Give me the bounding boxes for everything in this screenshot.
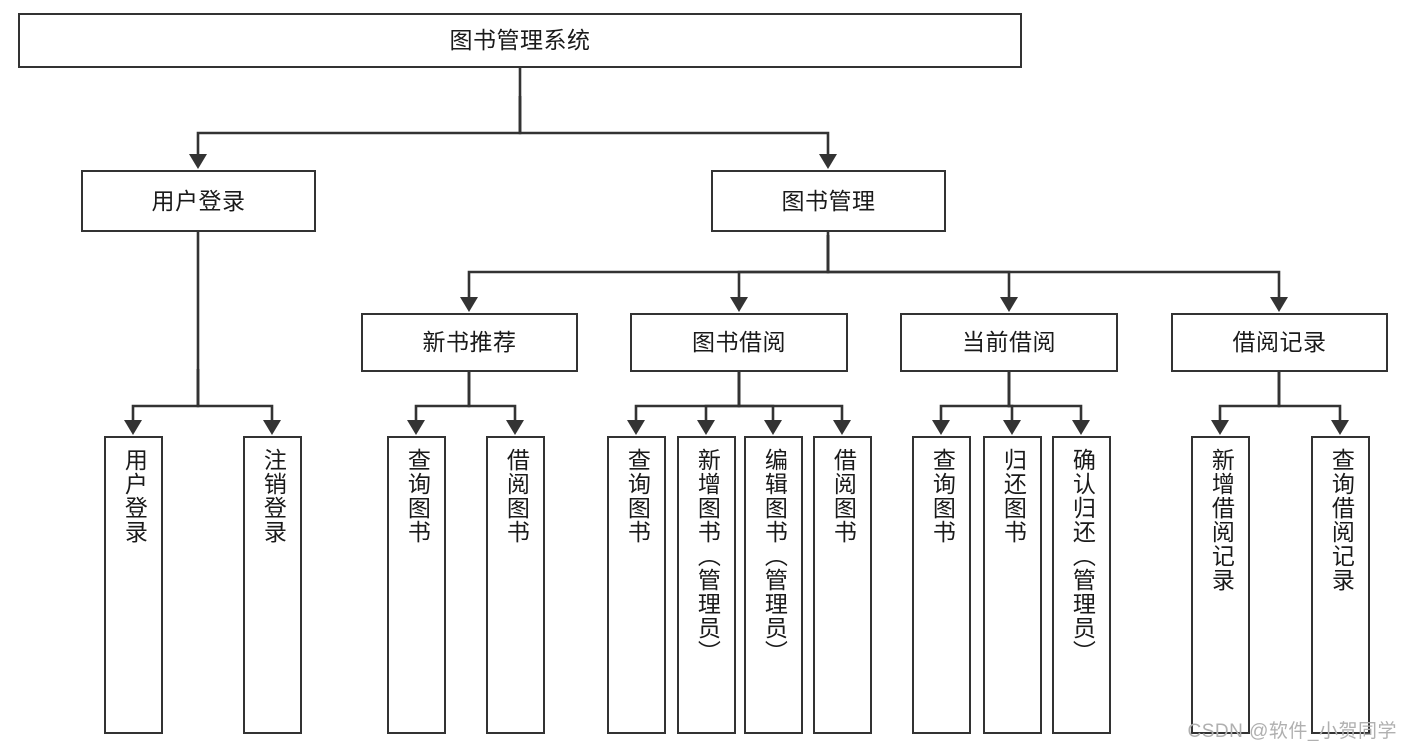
- level3-node[interactable]: 新书推荐: [361, 313, 578, 372]
- connector-arrowhead-icon: [1072, 420, 1090, 435]
- leaf-node[interactable]: 确认归还（管理员）: [1052, 436, 1111, 734]
- leaf-node[interactable]: 借阅图书: [486, 436, 545, 734]
- leaf-node[interactable]: 用户登录: [104, 436, 163, 734]
- node-label: 借阅图书: [830, 448, 857, 544]
- leaf-node[interactable]: 新增图书（管理员）: [677, 436, 736, 734]
- connector-arrowhead-icon: [263, 420, 281, 435]
- node-label: 借阅记录: [1232, 329, 1327, 355]
- connector-arrowhead-icon: [932, 420, 950, 435]
- node-label: 用户登录: [121, 448, 148, 544]
- node-label: 编辑图书（管理员）: [761, 448, 788, 664]
- leaf-node[interactable]: 查询借阅记录: [1311, 436, 1370, 734]
- level2-node[interactable]: 图书管理: [711, 170, 946, 232]
- level3-node[interactable]: 图书借阅: [630, 313, 848, 372]
- connector-arrowhead-icon: [1331, 420, 1349, 435]
- node-label: 确认归还（管理员）: [1069, 448, 1096, 664]
- node-label: 查询图书: [624, 448, 651, 544]
- connector-arrowhead-icon: [627, 420, 645, 435]
- level3-node[interactable]: 借阅记录: [1171, 313, 1388, 372]
- connector-arrowhead-icon: [730, 297, 748, 312]
- connector-line: [196, 369, 274, 422]
- connector-line: [131, 369, 200, 422]
- connector-arrowhead-icon: [697, 420, 715, 435]
- connector-arrowhead-icon: [1000, 297, 1018, 312]
- node-label: 借阅图书: [503, 448, 530, 544]
- leaf-node[interactable]: 新增借阅记录: [1191, 436, 1250, 734]
- connector-line: [1218, 369, 1281, 422]
- node-label: 查询借阅记录: [1328, 448, 1355, 592]
- connector-arrowhead-icon: [819, 154, 837, 169]
- leaf-node[interactable]: 查询图书: [912, 436, 971, 734]
- node-label: 当前借阅: [962, 329, 1056, 355]
- connector-line: [1007, 369, 1014, 422]
- leaf-node[interactable]: 查询图书: [607, 436, 666, 734]
- node-label: 查询图书: [404, 448, 431, 544]
- connector-line: [634, 369, 741, 422]
- connector-line: [737, 235, 830, 299]
- connector-line: [826, 235, 1281, 299]
- connector-arrowhead-icon: [833, 420, 851, 435]
- connector-arrowhead-icon: [1270, 297, 1288, 312]
- node-label: 用户登录: [151, 187, 246, 214]
- connector-line: [467, 235, 830, 299]
- connector-arrowhead-icon: [764, 420, 782, 435]
- node-label: 查询图书: [929, 448, 956, 544]
- node-label: 图书借阅: [692, 329, 786, 355]
- watermark-text: CSDN @软件_小贺同学: [1187, 721, 1397, 742]
- connector-line: [737, 369, 775, 422]
- leaf-node[interactable]: 查询图书: [387, 436, 446, 734]
- connector-arrowhead-icon: [460, 297, 478, 312]
- connector-line: [1007, 369, 1083, 422]
- leaf-node[interactable]: 借阅图书: [813, 436, 872, 734]
- connector-arrowhead-icon: [1211, 420, 1229, 435]
- connector-line: [737, 369, 844, 422]
- node-label: 图书管理系统: [449, 27, 591, 53]
- connector-line: [1277, 369, 1342, 422]
- level3-node[interactable]: 当前借阅: [900, 313, 1118, 372]
- connector-arrowhead-icon: [189, 154, 207, 169]
- root-node[interactable]: 图书管理系统: [18, 13, 1022, 68]
- connector-line: [467, 369, 517, 422]
- leaf-node[interactable]: 归还图书: [983, 436, 1042, 734]
- connector-line: [939, 369, 1011, 422]
- level2-node[interactable]: 用户登录: [81, 170, 316, 232]
- connector-arrowhead-icon: [407, 420, 425, 435]
- leaf-node[interactable]: 注销登录: [243, 436, 302, 734]
- connector-arrowhead-icon: [506, 420, 524, 435]
- leaf-node[interactable]: 编辑图书（管理员）: [744, 436, 803, 734]
- connector-line: [826, 235, 1011, 299]
- connector-line: [414, 369, 471, 422]
- node-label: 新书推荐: [422, 329, 517, 355]
- node-label: 新增图书（管理员）: [694, 448, 721, 664]
- connector-line: [196, 96, 522, 156]
- node-label: 图书管理: [781, 187, 876, 214]
- connector-line: [518, 96, 830, 156]
- node-label: 新增借阅记录: [1208, 448, 1235, 592]
- node-label: 归还图书: [1000, 448, 1027, 544]
- connector-arrowhead-icon: [124, 420, 142, 435]
- node-label: 注销登录: [260, 448, 287, 544]
- connector-arrowhead-icon: [1003, 420, 1021, 435]
- connector-line: [704, 369, 741, 422]
